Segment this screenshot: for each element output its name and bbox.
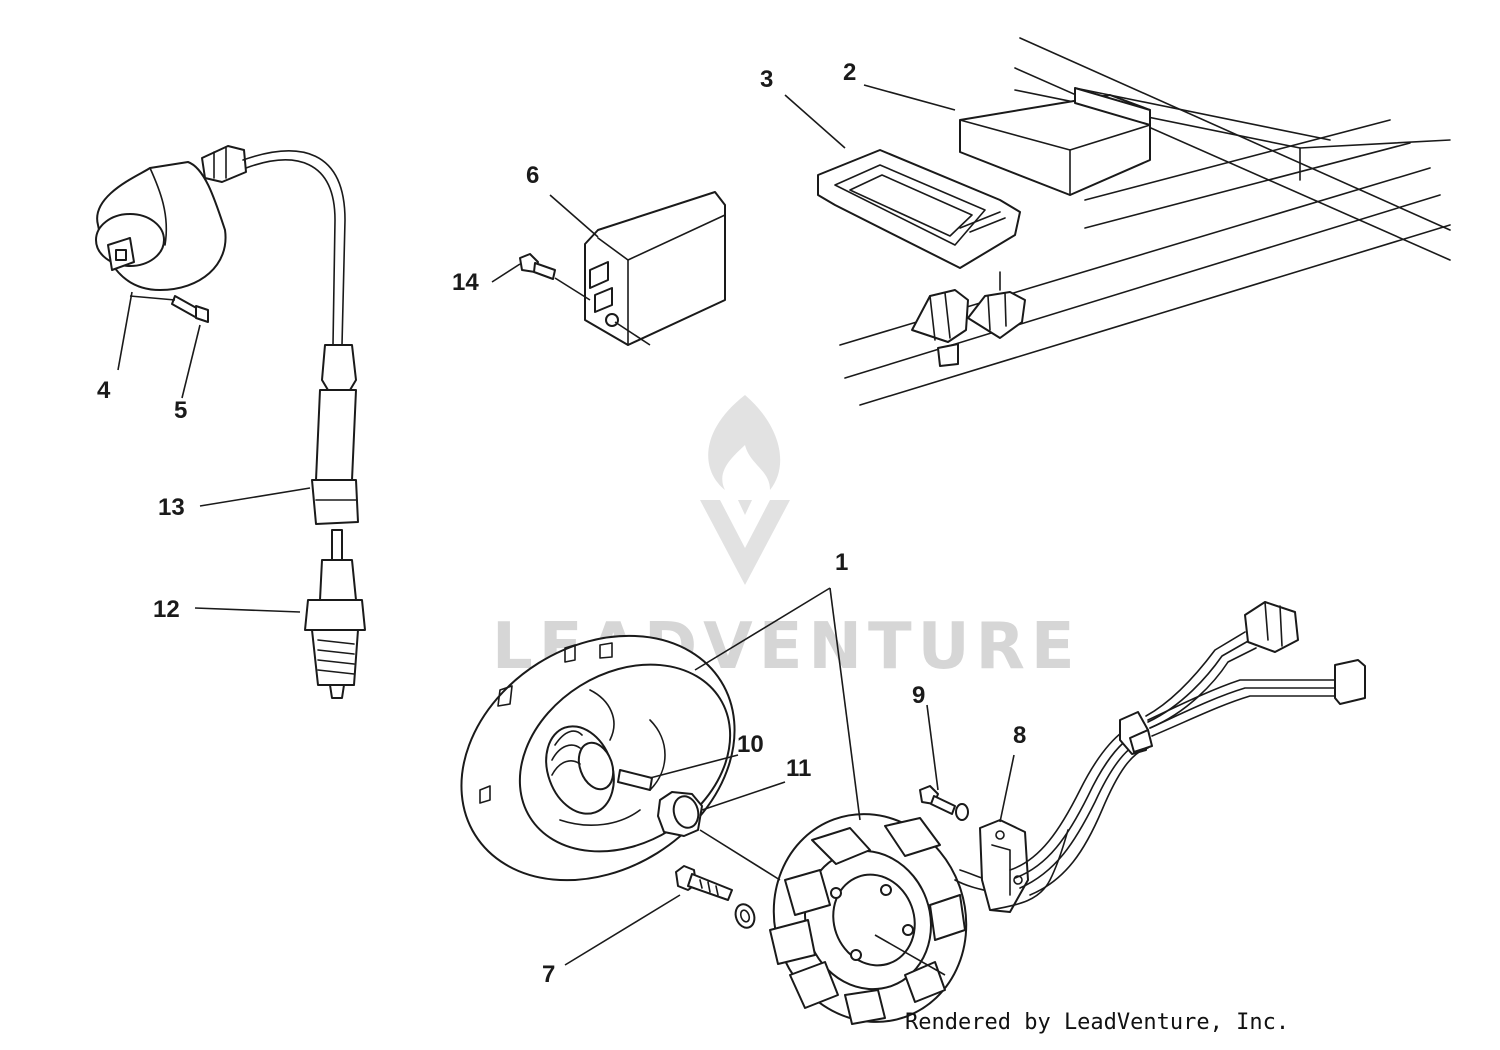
regulator-screw: [519, 253, 556, 280]
callout-8: 8: [1013, 722, 1026, 749]
callout-9: 9: [912, 682, 925, 709]
leader-lines: [117, 84, 1015, 976]
callout-5: 5: [174, 397, 187, 424]
ht-lead-outer: [242, 150, 346, 346]
stator: [769, 813, 993, 1025]
stator-bolt: [675, 865, 756, 929]
ignition-coil: [95, 145, 247, 291]
callout-7: 7: [542, 961, 555, 988]
callout-1: 1: [835, 549, 848, 576]
stator-wiring-harness: [989, 601, 1366, 911]
pickup-coil-bracket: [979, 819, 1029, 913]
callout-10: 10: [737, 731, 764, 758]
callout-14: 14: [452, 269, 479, 296]
harness-clips: [911, 289, 1026, 367]
callout-numbers: 1 2 3 4 5 6 7 8 9 10 11 12 13 14: [97, 59, 1026, 988]
callout-3: 3: [760, 66, 773, 93]
cdi-module: [959, 87, 1151, 196]
spark-plug-cap: [311, 344, 359, 525]
module-holder: [817, 149, 1021, 269]
callout-2: 2: [843, 59, 856, 86]
callout-6: 6: [526, 162, 539, 189]
leadventure-watermark: LEADVENTURE: [492, 395, 1075, 684]
coil-bolt: [171, 295, 209, 323]
voltage-regulator: [584, 191, 726, 346]
callout-12: 12: [153, 596, 180, 623]
flywheel-nut: [657, 791, 703, 837]
callout-11: 11: [786, 755, 811, 782]
spark-plug: [304, 529, 366, 699]
callout-4: 4: [97, 377, 111, 404]
ht-lead-inner: [245, 159, 336, 346]
render-credit: Rendered by LeadVenture, Inc.: [905, 1010, 1290, 1035]
callout-13: 13: [158, 494, 185, 521]
pickup-screw: [919, 785, 969, 821]
